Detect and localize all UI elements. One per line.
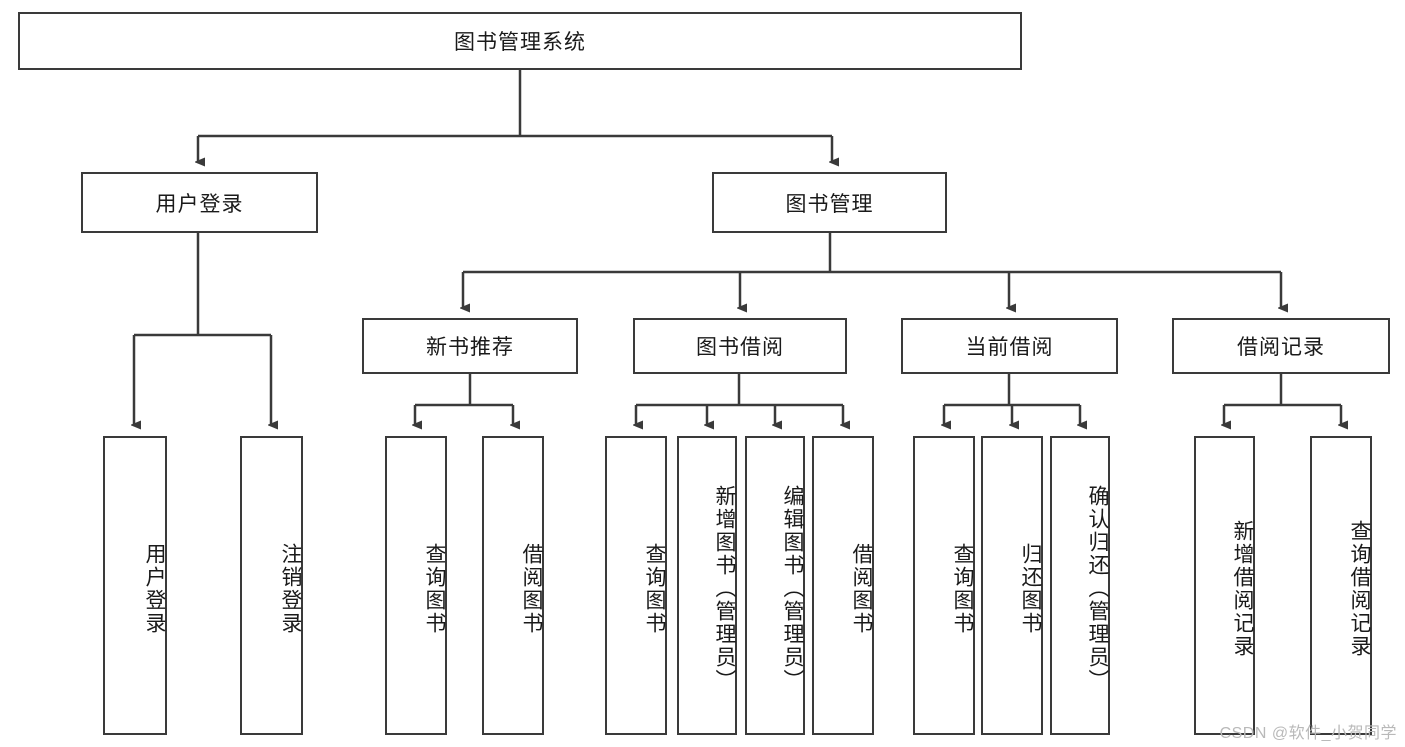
node-label: 查询图书 (423, 542, 446, 635)
leaf-book-borrow-edit-book-admin[interactable]: 编辑图书（管理员） (745, 436, 805, 735)
node-label: 借阅记录 (1237, 336, 1325, 359)
node-label: 新增图书（管理员） (713, 485, 736, 692)
watermark-text: CSDN @软件_小贺同学 (1219, 725, 1397, 742)
leaf-user-login-logout[interactable]: 注销登录 (240, 436, 303, 735)
node-label: 确认归还（管理员） (1086, 485, 1109, 692)
node-label: 图书借阅 (696, 336, 784, 359)
node-current-borrow[interactable]: 当前借阅 (901, 318, 1118, 374)
node-label: 借阅图书 (520, 542, 543, 635)
node-new-book-recommend[interactable]: 新书推荐 (362, 318, 578, 374)
node-label: 编辑图书（管理员） (781, 485, 804, 692)
leaf-new-book-borrow-book[interactable]: 借阅图书 (482, 436, 544, 735)
node-label: 当前借阅 (965, 336, 1054, 359)
node-label: 借阅图书 (850, 542, 873, 635)
node-root-book-management-system[interactable]: 图书管理系统 (18, 12, 1022, 70)
leaf-user-login-login[interactable]: 用户登录 (103, 436, 167, 735)
node-label: 用户登录 (155, 192, 244, 216)
node-label: 新书推荐 (426, 336, 514, 359)
node-label: 查询图书 (643, 542, 666, 635)
node-book-management[interactable]: 图书管理 (712, 172, 947, 233)
node-user-login[interactable]: 用户登录 (81, 172, 318, 233)
node-label: 新增借阅记录 (1231, 519, 1254, 658)
leaf-current-borrow-query-book[interactable]: 查询图书 (913, 436, 975, 735)
node-label: 图书管理系统 (454, 31, 586, 54)
node-label: 查询图书 (951, 542, 974, 635)
node-label: 注销登录 (279, 542, 302, 635)
leaf-current-borrow-return-book[interactable]: 归还图书 (981, 436, 1043, 735)
node-label: 图书管理 (785, 192, 874, 216)
leaf-current-borrow-confirm-return-admin[interactable]: 确认归还（管理员） (1050, 436, 1110, 735)
node-book-borrow[interactable]: 图书借阅 (633, 318, 847, 374)
leaf-book-borrow-borrow-book[interactable]: 借阅图书 (812, 436, 874, 735)
leaf-book-borrow-add-book-admin[interactable]: 新增图书（管理员） (677, 436, 737, 735)
leaf-borrow-record-add-record[interactable]: 新增借阅记录 (1194, 436, 1255, 735)
node-borrow-record[interactable]: 借阅记录 (1172, 318, 1390, 374)
leaf-borrow-record-query-record[interactable]: 查询借阅记录 (1310, 436, 1372, 735)
leaf-book-borrow-query-book[interactable]: 查询图书 (605, 436, 667, 735)
node-label: 归还图书 (1019, 542, 1042, 635)
node-label: 用户登录 (143, 542, 166, 635)
node-label: 查询借阅记录 (1348, 519, 1371, 658)
leaf-new-book-query-book[interactable]: 查询图书 (385, 436, 447, 735)
